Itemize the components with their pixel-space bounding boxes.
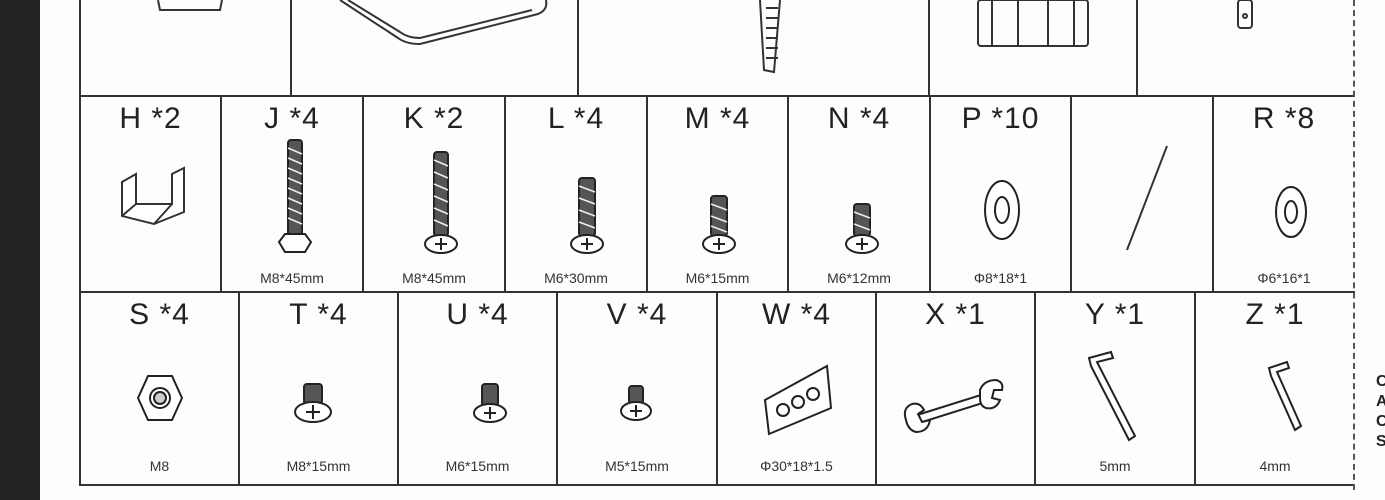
cut-line (1353, 0, 1355, 490)
part-spec: M8*15mm (286, 458, 351, 474)
top-row-part-drawings (157, 0, 1253, 74)
part-cell-y: Y *1 5mm (1035, 292, 1195, 484)
part-cell-r: R *8 Φ6*16*1 (1213, 96, 1355, 291)
left-dark-margin (0, 0, 40, 500)
allen-key-icon (1087, 350, 1137, 442)
rod-icon (1126, 145, 1168, 251)
spacer-plate-icon (763, 364, 833, 436)
part-cell-p: P *10 Φ8*18*1 (930, 96, 1071, 291)
part-spec: M5*15mm (605, 458, 669, 474)
grid-line (875, 292, 877, 485)
grid-line (716, 292, 718, 485)
grid-line (577, 0, 579, 96)
grid-line (1034, 292, 1036, 485)
screw-icon (845, 203, 879, 254)
part-cell-u: U *4 M6*15mm (398, 292, 557, 484)
part-spec: M6*15mm (685, 270, 750, 286)
grid-line (556, 292, 558, 485)
grid-line (1136, 0, 1138, 96)
part-cell-v: V *4 M5*15mm (557, 292, 717, 484)
part-spec: 4mm (1259, 458, 1291, 474)
part-code: X *1 (925, 298, 986, 331)
part-spec: M6*30mm (544, 270, 608, 286)
grid-line (238, 292, 240, 485)
part-cell-s: S *4 M8 (80, 292, 239, 484)
long-screw-icon (424, 151, 458, 254)
part-code: R *8 (1252, 102, 1316, 135)
part-cell-n: N *4 M6*12mm (788, 96, 930, 291)
wrench-icon (903, 378, 1004, 434)
screw-icon (702, 195, 736, 254)
part-code: M *4 (684, 102, 751, 135)
part-spec: M6*15mm (445, 458, 510, 474)
part-code: V *4 (606, 298, 668, 331)
part-spec: M8*45mm (402, 270, 466, 286)
part-code: W *4 (761, 298, 831, 331)
grid-line (787, 96, 789, 292)
grid-line (79, 0, 81, 486)
grid-line (80, 484, 1355, 486)
part-code: K *2 (403, 102, 465, 135)
part-code: Y *1 (1084, 298, 1146, 331)
part-cell-j: J *4 M8*45mm (221, 96, 363, 291)
part-code: H *2 (119, 102, 182, 135)
part-code: T *4 (289, 298, 348, 331)
part-spec: M8 (149, 458, 170, 474)
washer-icon (984, 180, 1020, 240)
part-cell-rod (1071, 96, 1213, 291)
part-spec: Φ8*18*1 (973, 270, 1028, 286)
part-cell-k: K *2 M8*45mm (363, 96, 505, 291)
u-bracket-icon (121, 166, 185, 226)
part-code: P *10 (961, 102, 1040, 135)
hex-bolt-icon (277, 139, 313, 253)
allen-key-icon (1267, 360, 1303, 432)
short-screw-icon (294, 383, 332, 423)
screw-icon (570, 177, 604, 254)
part-cell-l: L *4 M6*30mm (505, 96, 647, 291)
part-spec: Φ30*18*1.5 (760, 458, 833, 474)
grid-line (220, 96, 222, 292)
part-cell-x: X *1 (876, 292, 1035, 484)
part-code: N *4 (827, 102, 891, 135)
grid-line (929, 96, 931, 292)
cut-off-side-text: C A C S (1376, 373, 1385, 450)
part-cell-t: T *4 M8*15mm (239, 292, 398, 484)
grid-line (504, 96, 506, 292)
part-spec: M8*45mm (260, 270, 324, 286)
hex-nut-icon (136, 375, 184, 421)
part-cell-z: Z *1 4mm (1195, 292, 1355, 484)
part-code: J *4 (264, 102, 320, 135)
washer-icon (1275, 186, 1307, 238)
grid-line (646, 96, 648, 292)
grid-line (1212, 96, 1214, 292)
part-spec: Φ6*16*1 (1257, 270, 1311, 286)
grid-line (397, 292, 399, 485)
grid-line (1070, 96, 1072, 292)
short-screw-icon (473, 383, 507, 423)
grid-line (290, 0, 292, 96)
grid-line (362, 96, 364, 292)
short-screw-icon (620, 385, 652, 421)
part-cell-m: M *4 M6*15mm (647, 96, 788, 291)
grid-line (928, 0, 930, 96)
part-spec: M6*12mm (827, 270, 891, 286)
part-code: Z *1 (1245, 298, 1305, 331)
grid-line (1194, 292, 1196, 485)
part-cell-h: H *2 (80, 96, 221, 291)
part-spec: 5mm (1099, 458, 1131, 474)
part-code: S *4 (129, 298, 190, 331)
grid-line (80, 95, 1355, 97)
part-code: U *4 (446, 298, 509, 331)
part-cell-w: W *4 Φ30*18*1.5 (717, 292, 876, 484)
part-code: L *4 (547, 102, 605, 135)
